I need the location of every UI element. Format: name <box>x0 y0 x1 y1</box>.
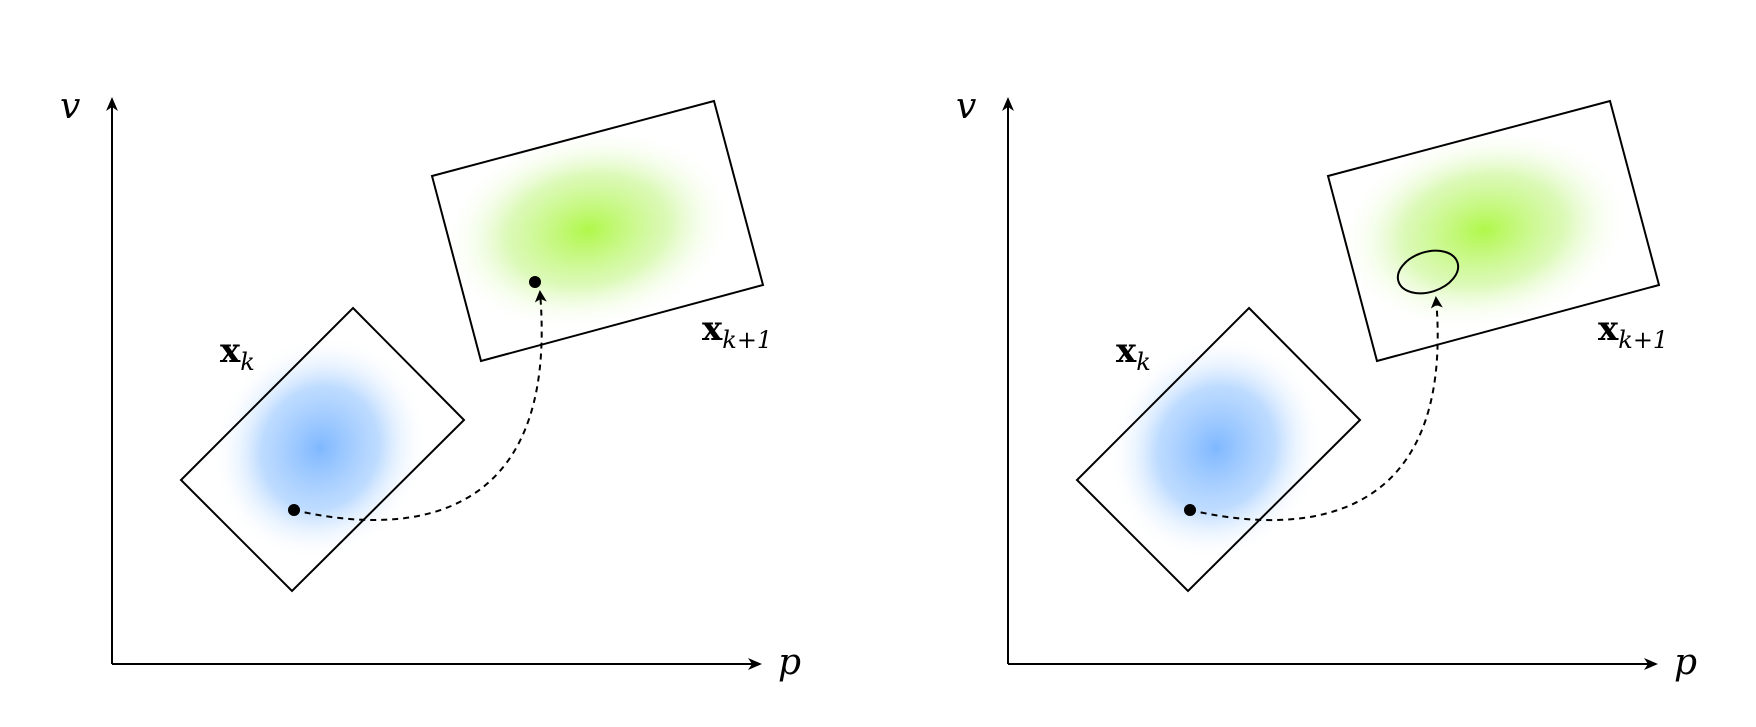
blue-distribution-blob <box>1108 335 1324 561</box>
transition-dashed-curve <box>1189 296 1443 522</box>
transition <box>1184 249 1460 522</box>
axes: p v <box>956 86 1697 683</box>
green-distribution-blob <box>1337 128 1631 332</box>
start-point <box>1184 504 1196 516</box>
end-point <box>529 276 541 288</box>
state-k-region: xk <box>179 306 466 593</box>
panel-left: p v xk xk+1 <box>60 86 801 683</box>
state-k1-label: xk+1 <box>702 309 772 354</box>
transition <box>288 276 547 521</box>
state-k-box <box>179 306 466 593</box>
transition-dashed-curve <box>293 290 547 521</box>
start-point <box>288 504 300 516</box>
y-axis-label: v <box>60 86 80 127</box>
axes: p v <box>60 86 801 683</box>
state-k-box <box>1075 306 1362 593</box>
state-k-region: xk <box>1075 306 1362 593</box>
blue-distribution-blob <box>212 335 428 561</box>
state-k1-region: xk+1 <box>1326 99 1668 363</box>
x-axis-label: p <box>778 642 801 683</box>
target-ellipse <box>1396 249 1460 295</box>
green-distribution-blob <box>441 128 735 332</box>
state-k-label: xk <box>1116 331 1151 376</box>
x-axis-label: p <box>1674 642 1697 683</box>
state-k1-label: xk+1 <box>1598 309 1668 354</box>
state-k-label: xk <box>220 331 255 376</box>
state-k1-box <box>430 99 765 363</box>
y-axis-label: v <box>956 86 976 127</box>
panel-right: p v xk xk+1 <box>956 86 1697 683</box>
state-k1-region: xk+1 <box>430 99 772 363</box>
state-k1-box <box>1326 99 1661 363</box>
